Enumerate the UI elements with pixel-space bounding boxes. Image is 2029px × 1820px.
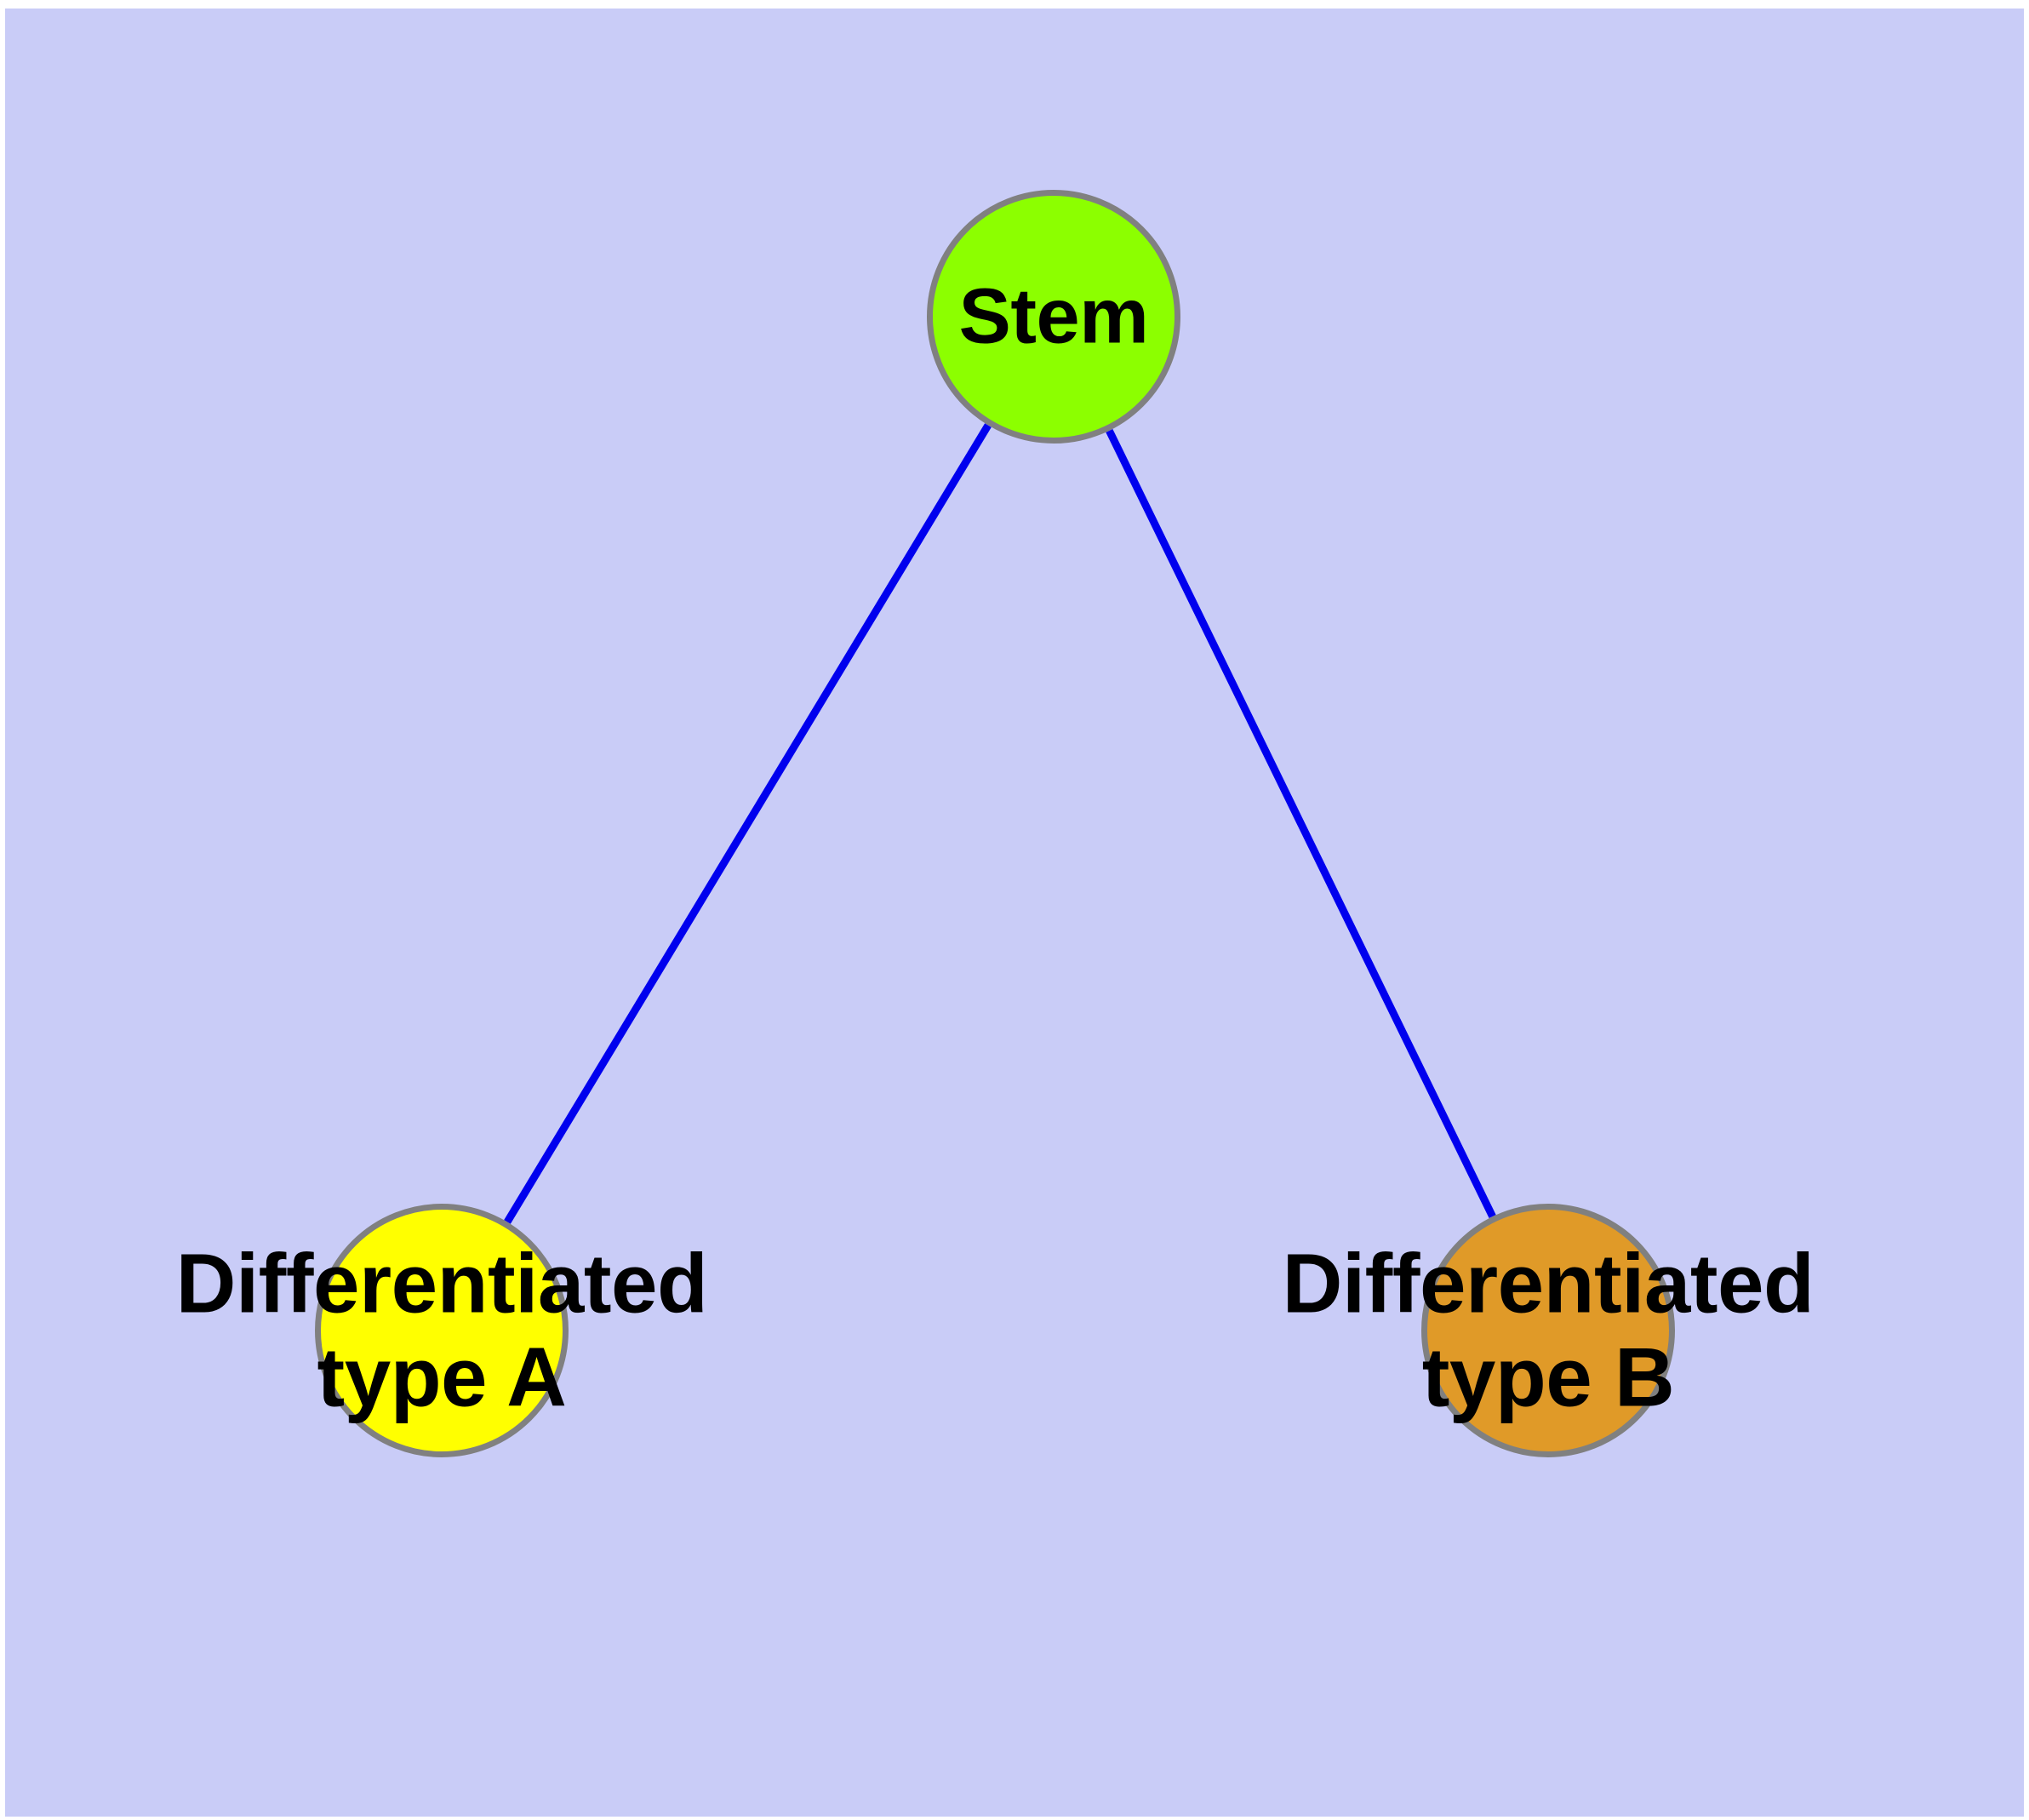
- edge-stem-to-diff-b: [1106, 428, 1496, 1219]
- node-diff-a-circle[interactable]: [315, 1204, 569, 1457]
- edge-stem-to-diff-a: [504, 423, 992, 1224]
- edge-layer: [504, 423, 1496, 1224]
- node-layer: [315, 190, 1675, 1457]
- node-diff-b-circle[interactable]: [1421, 1204, 1675, 1457]
- node-stem-circle[interactable]: [927, 190, 1180, 444]
